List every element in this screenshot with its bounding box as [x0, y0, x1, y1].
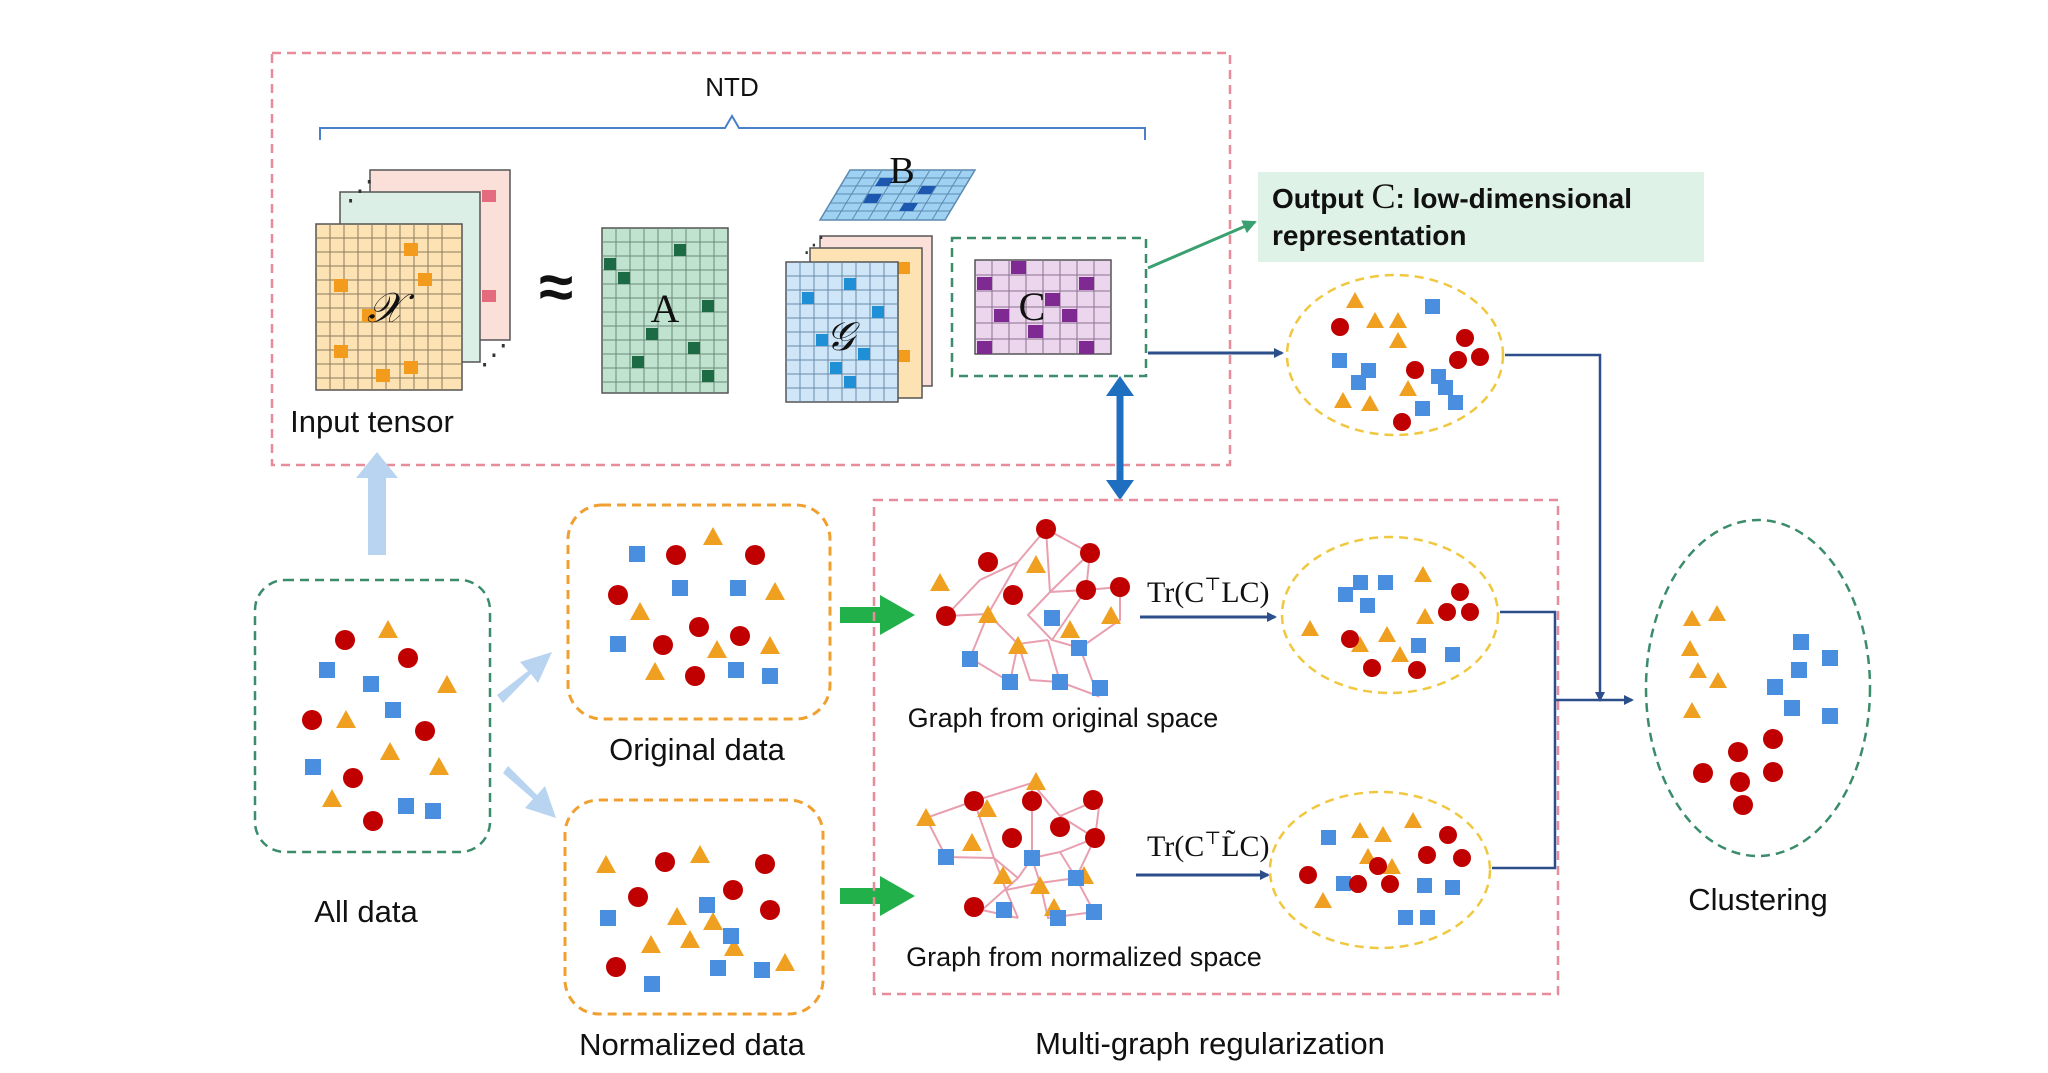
a-symbol: A — [651, 286, 680, 331]
ntd-label: NTD — [705, 72, 758, 102]
output-callout-bg — [1258, 172, 1704, 262]
tensor-grid — [316, 224, 462, 390]
output-callout-line2: representation — [1272, 220, 1467, 251]
all-to-tensor-arrow — [356, 452, 398, 555]
all-to-original-arrow — [497, 652, 552, 703]
clustering-label: Clustering — [1688, 882, 1828, 917]
cluster-l-points — [1301, 566, 1479, 679]
original-data-points — [608, 527, 785, 686]
graph-original-label: Graph from original space — [908, 703, 1219, 733]
factor-matrix-c: C — [974, 259, 1112, 355]
dots-icon: ⋰ — [480, 339, 508, 370]
ntd-brace — [319, 114, 1146, 140]
c-graph-coupling-arrow — [1106, 376, 1134, 500]
graph-normalized-space — [916, 772, 1105, 926]
normalized-data-points — [596, 845, 795, 992]
multi-graph-box — [872, 498, 1560, 996]
output-arrow — [1147, 220, 1257, 270]
cluster-ltilde-to-clustering-line — [1492, 700, 1557, 870]
all-data-points — [302, 620, 457, 831]
core-tensor-g: 𝒢 ⋰ — [785, 232, 933, 403]
trace-term-normalized: Tr(C⊤L̃C) — [1147, 828, 1270, 863]
normalized-data-box — [563, 798, 825, 1016]
cluster-l-ellipse — [1280, 535, 1500, 695]
original-data-label: Original data — [609, 732, 786, 767]
cluster-c-ellipse — [1285, 273, 1505, 437]
factor-matrix-a: A — [601, 227, 729, 394]
original-data-box — [566, 503, 832, 721]
dots-icon: ⋰ — [346, 175, 374, 206]
cluster-ltilde-points — [1299, 812, 1471, 925]
approx-symbol: ≈ — [539, 253, 573, 322]
clustering-points — [1681, 605, 1838, 815]
multi-graph-label: Multi-graph regularization — [1035, 1026, 1385, 1061]
dots-icon: ⋰ — [803, 232, 825, 257]
c-symbol: C — [1019, 284, 1046, 329]
output-callout-line1: Output C: low-dimensional — [1272, 176, 1632, 216]
c-matrix-box — [950, 236, 1148, 378]
tensor-back-cell — [482, 190, 496, 202]
trace-term-original: Tr(C⊤LC) — [1147, 574, 1270, 609]
normalized-data-label: Normalized data — [579, 1027, 805, 1062]
graph-normalized-label: Graph from normalized space — [906, 942, 1262, 972]
clustering-ellipse — [1644, 518, 1872, 858]
all-to-normalized-arrow — [503, 766, 556, 818]
b-symbol: B — [889, 150, 914, 192]
cluster-l-to-clustering-line — [1500, 610, 1557, 700]
all-data-label: All data — [314, 894, 418, 929]
cluster-ltilde-ellipse — [1268, 790, 1492, 950]
input-tensor-x: 𝒳 ⋰ ⋰ — [315, 169, 511, 391]
normalized-to-graph-arrow — [840, 876, 915, 916]
factor-matrix-b: B — [818, 150, 977, 221]
input-tensor-label: Input tensor — [290, 404, 454, 439]
top-cluster-to-clustering-line — [1505, 353, 1605, 702]
graph-original-space — [930, 519, 1130, 698]
tensor-back-cell — [482, 290, 496, 302]
ntd-region-box — [270, 51, 1232, 467]
original-to-graph-arrow — [840, 595, 915, 635]
cluster-c-points — [1331, 292, 1489, 431]
